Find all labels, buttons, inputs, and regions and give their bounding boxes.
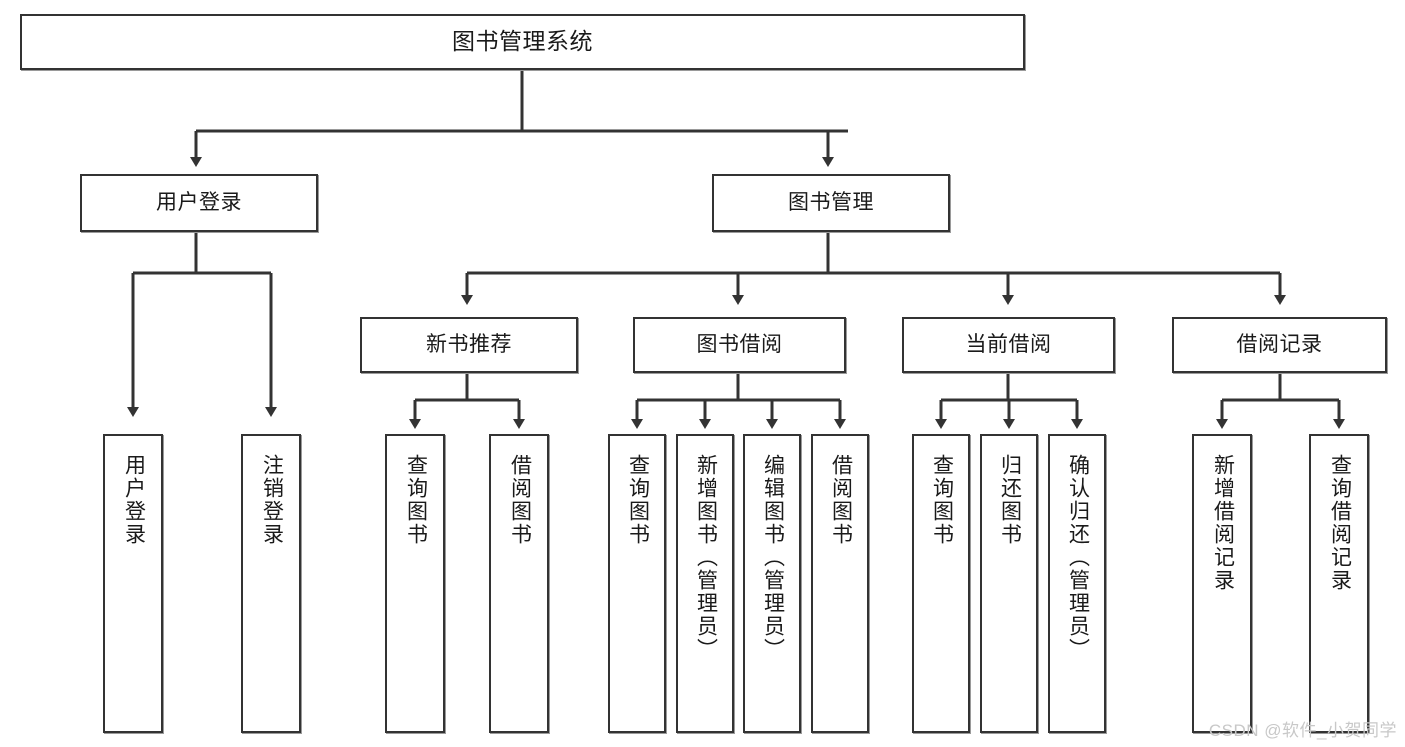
node-label: 查询图书 [626,454,650,546]
leaf-borrow-record-add[interactable]: 新增借阅记录 [1192,434,1252,733]
node-label: 注销登录 [260,454,284,546]
node-user-login[interactable]: 用户登录 [80,174,318,232]
node-label: 用户登录 [122,454,146,546]
node-borrow-record[interactable]: 借阅记录 [1172,317,1387,373]
node-label: 借阅图书 [508,454,532,546]
node-label: 用户登录 [156,191,242,215]
node-label: 新增图书（管理员） [694,454,718,661]
node-label: 查询图书 [404,454,428,546]
node-label: 编辑图书（管理员） [761,454,785,661]
node-new-book-recommend[interactable]: 新书推荐 [360,317,578,373]
leaf-book-borrow-edit[interactable]: 编辑图书（管理员） [743,434,801,733]
node-label: 查询借阅记录 [1328,454,1352,592]
node-label: 借阅记录 [1236,333,1323,357]
node-root-system[interactable]: 图书管理系统 [20,14,1025,70]
node-label: 新增借阅记录 [1211,454,1235,592]
leaf-new-book-query[interactable]: 查询图书 [385,434,445,733]
leaf-new-book-borrow[interactable]: 借阅图书 [489,434,549,733]
leaf-current-borrow-query[interactable]: 查询图书 [912,434,970,733]
leaf-book-borrow-add[interactable]: 新增图书（管理员） [676,434,734,733]
node-label: 当前借阅 [965,333,1052,357]
node-label: 借阅图书 [829,454,853,546]
node-label: 图书管理系统 [452,28,593,55]
leaf-book-borrow-borrow[interactable]: 借阅图书 [811,434,869,733]
node-label: 查询图书 [930,454,954,546]
leaf-current-borrow-confirm[interactable]: 确认归还（管理员） [1048,434,1106,733]
csdn-watermark: CSDN @软件_小贺同学 [1208,721,1397,740]
node-book-borrow[interactable]: 图书借阅 [633,317,846,373]
node-label: 新书推荐 [426,333,512,357]
node-book-management[interactable]: 图书管理 [712,174,950,232]
leaf-book-borrow-query[interactable]: 查询图书 [608,434,666,733]
node-label: 图书借阅 [696,333,783,357]
leaf-user-login-logout[interactable]: 注销登录 [241,434,301,733]
node-current-borrow[interactable]: 当前借阅 [902,317,1115,373]
node-label: 归还图书 [998,454,1022,546]
leaf-current-borrow-return[interactable]: 归还图书 [980,434,1038,733]
leaf-borrow-record-query[interactable]: 查询借阅记录 [1309,434,1369,733]
node-label: 图书管理 [788,191,874,215]
leaf-user-login-login[interactable]: 用户登录 [103,434,163,733]
node-label: 确认归还（管理员） [1066,454,1090,661]
